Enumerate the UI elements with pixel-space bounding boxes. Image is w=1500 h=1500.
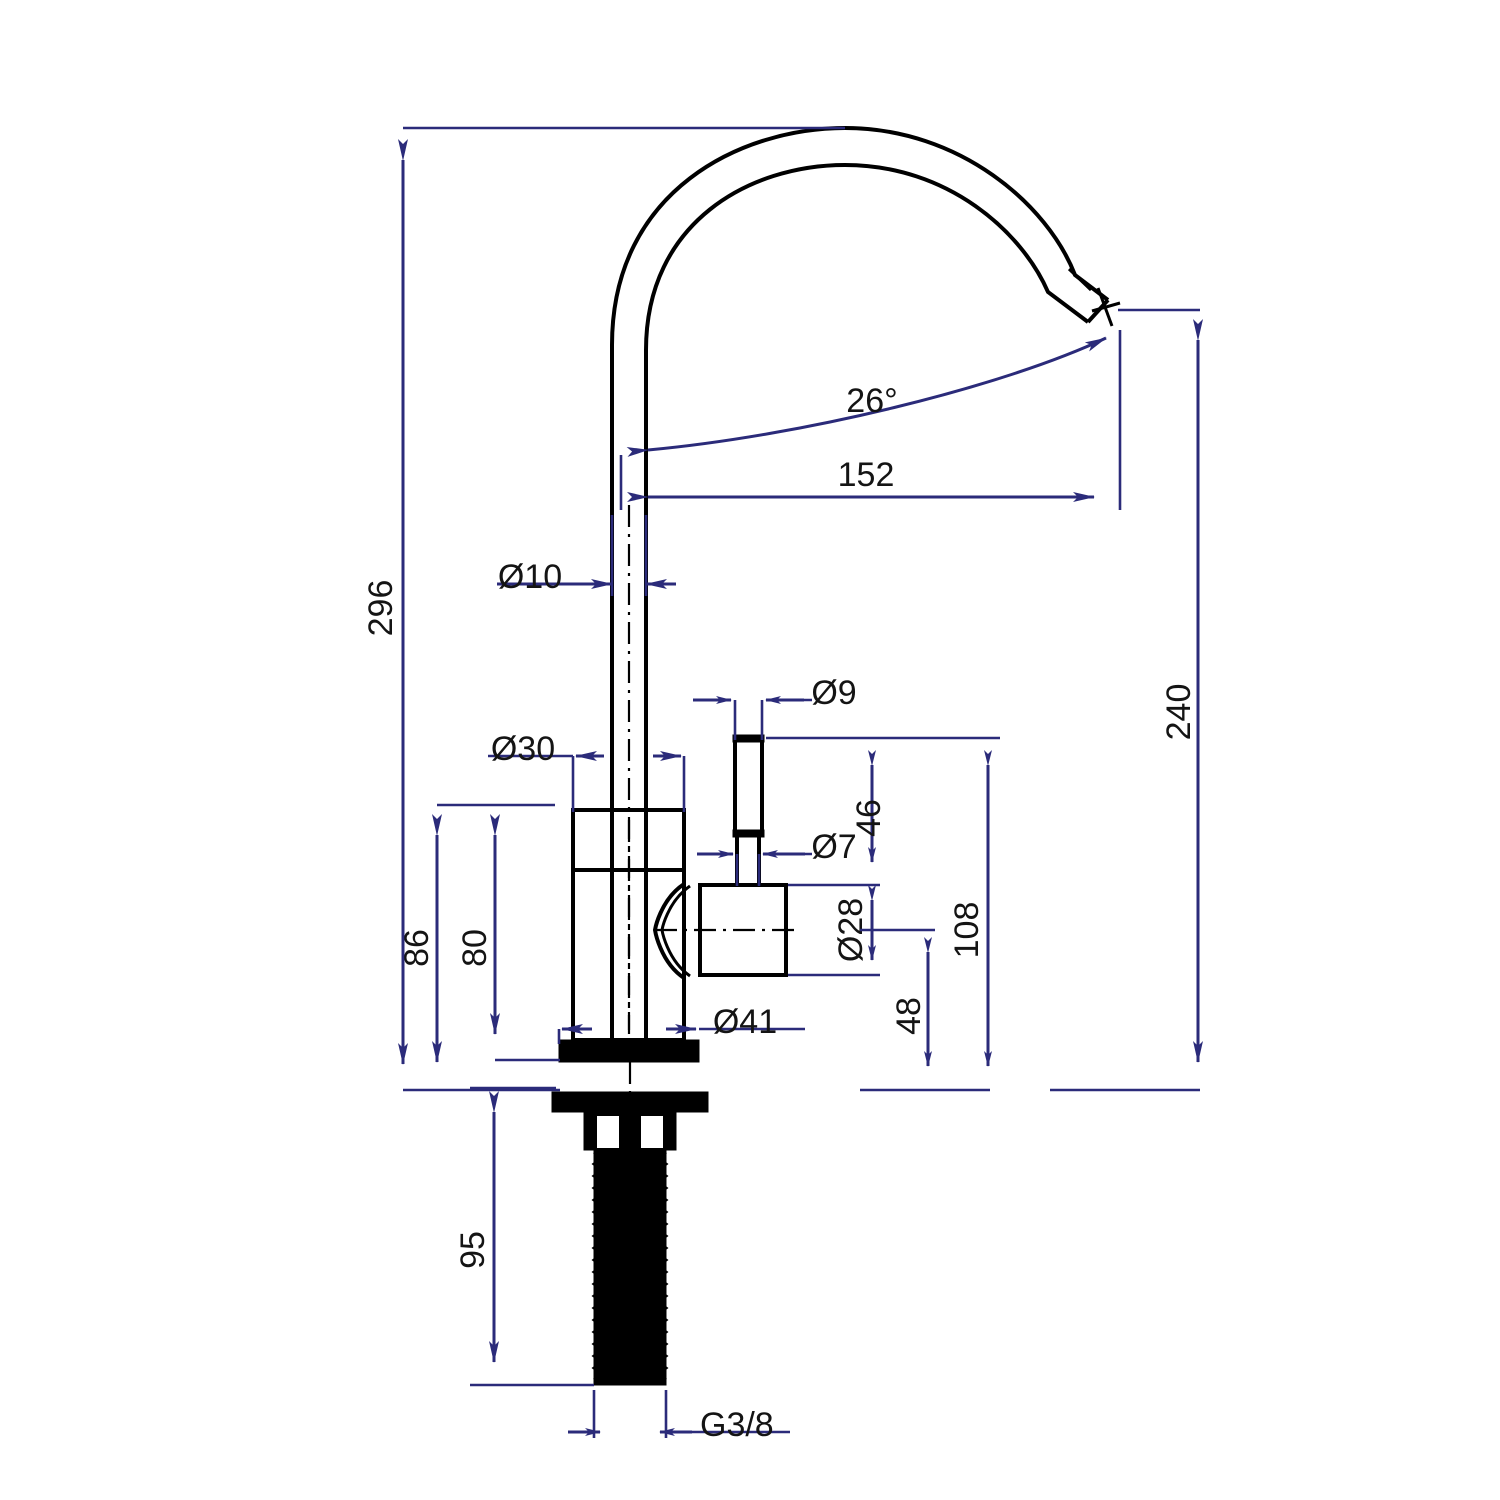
label-dia-7: Ø7	[811, 828, 856, 866]
dimension-reach-152: 152	[619, 330, 1122, 510]
base-flange	[558, 1039, 700, 1063]
label-dia-9: Ø9	[811, 674, 856, 712]
lever-step-shoulder	[732, 829, 765, 838]
dimension-body-dia-41: Ø41	[557, 1003, 805, 1044]
lever-top-cap	[732, 734, 765, 743]
label-152: 152	[838, 456, 895, 494]
label-296: 296	[362, 580, 400, 637]
label-dia-41: Ø41	[713, 1003, 777, 1041]
dimension-column-dia-30: Ø30	[488, 730, 686, 812]
dimension-lever-dia-9: Ø9	[693, 674, 857, 740]
dimension-angle-26: 26°	[626, 336, 1107, 457]
thread-serrations	[591, 1150, 669, 1382]
dimension-boss-height-48: 48	[860, 928, 990, 1092]
nut-facet-right	[641, 1116, 663, 1148]
lever-stem	[733, 736, 764, 837]
base-washer-gap	[554, 1094, 706, 1110]
label-26-deg: 26°	[846, 382, 897, 420]
label-dia-30: Ø30	[491, 730, 555, 768]
dimension-lever-height-46: 46	[766, 736, 890, 863]
label-95: 95	[454, 1231, 492, 1269]
label-48: 48	[890, 997, 928, 1035]
dimension-spout-dia-10: Ø10	[497, 515, 676, 596]
dimension-spout-height-240: 240	[1050, 308, 1203, 1092]
dimension-overall-height-296: 296	[362, 126, 845, 1092]
dimension-body-height-86: 86	[398, 803, 555, 1063]
dimension-thread-g38: G3/8	[568, 1390, 790, 1444]
dimension-handle-height-108: 108	[890, 736, 1000, 1067]
dimension-lever-dia-7: Ø7	[697, 828, 857, 886]
label-dia-10: Ø10	[498, 558, 562, 596]
label-46: 46	[850, 799, 888, 837]
faucet-outline	[551, 125, 1121, 1386]
label-86: 86	[398, 929, 436, 967]
spout-inner-contour	[644, 162, 1090, 1060]
dimension-body-height-80: 80	[456, 814, 560, 1062]
lever-neck	[735, 835, 761, 887]
label-240: 240	[1160, 684, 1198, 741]
spout-tip-center-mark	[1091, 287, 1121, 327]
label-80: 80	[456, 929, 494, 967]
nut-facet-left	[597, 1116, 619, 1148]
label-108: 108	[948, 902, 986, 959]
spout-tip-chamfer	[1067, 267, 1093, 292]
dimension-shank-length-95: 95	[454, 1086, 594, 1387]
label-g38: G3/8	[700, 1406, 774, 1444]
